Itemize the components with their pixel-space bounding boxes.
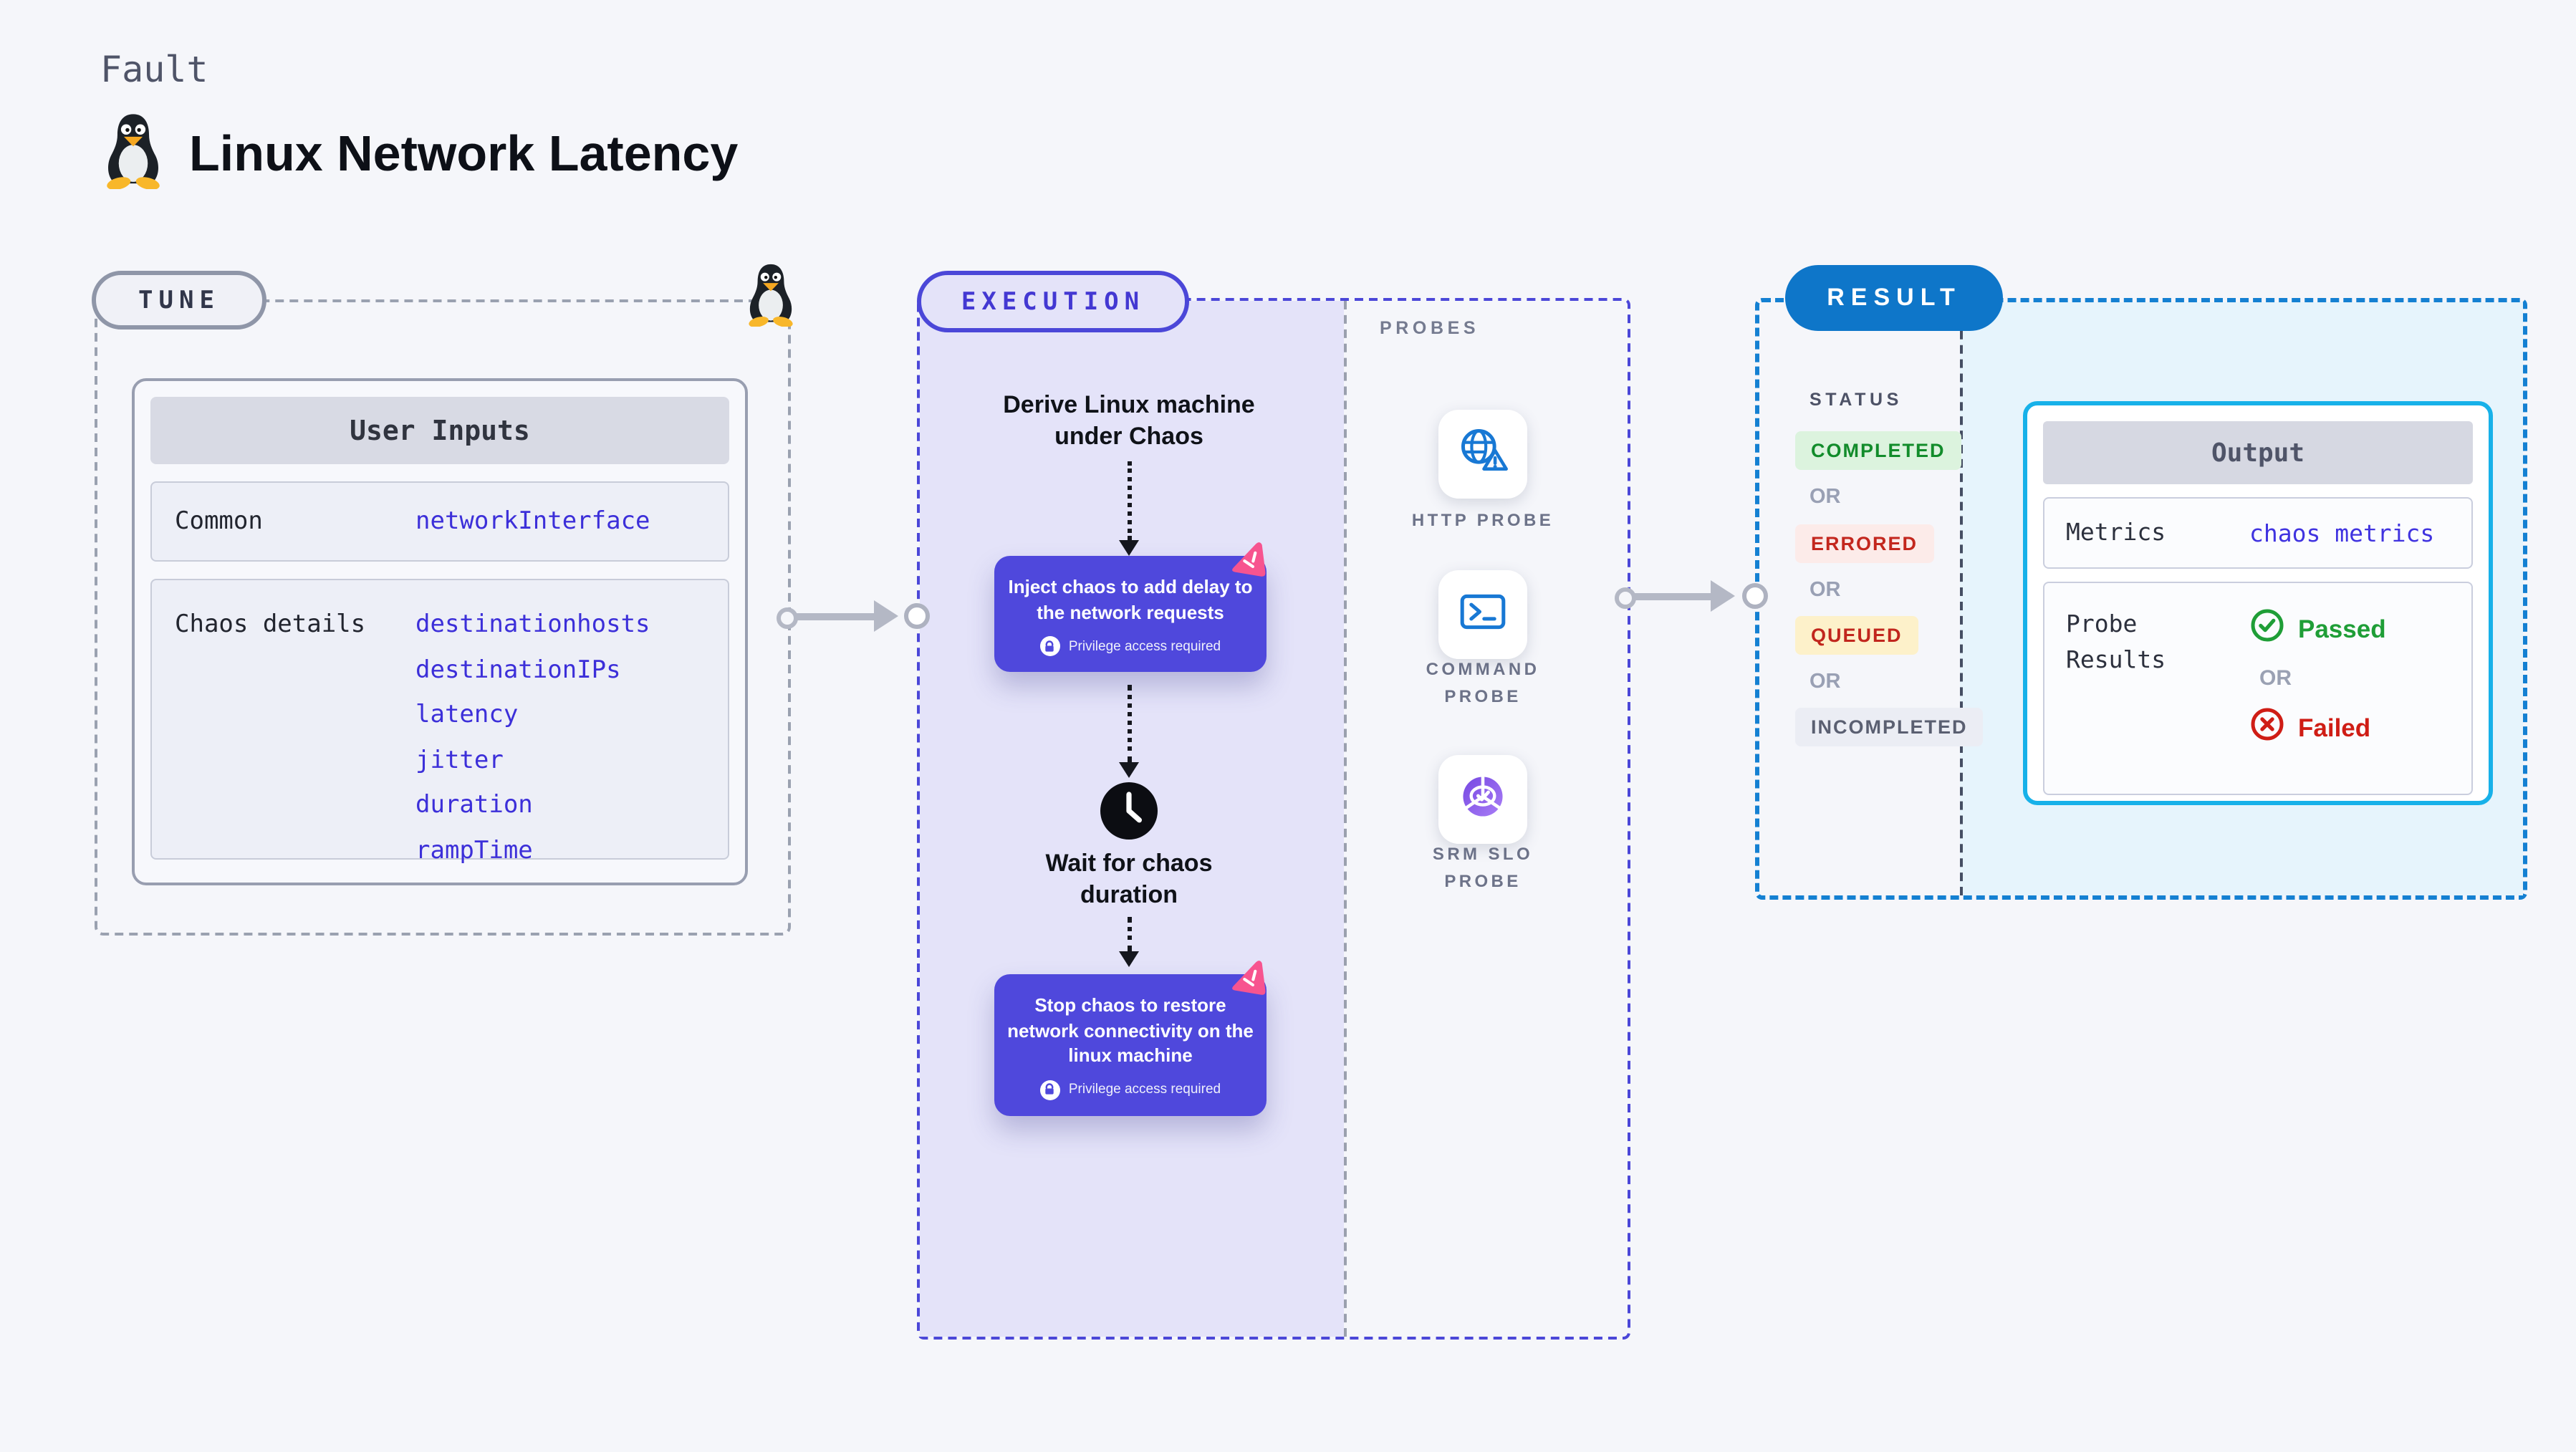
metrics-label: Metrics xyxy=(2066,518,2166,546)
failed-line: Failed xyxy=(2249,706,2386,749)
result-pill[interactable]: RESULT xyxy=(1785,265,2003,331)
lock-icon xyxy=(1039,636,1060,657)
privilege-note-text: Privilege access required xyxy=(1068,1082,1221,1098)
http-probe-card[interactable] xyxy=(1438,410,1527,499)
terminal-icon xyxy=(1457,585,1509,644)
clock-icon[interactable] xyxy=(1097,779,1160,850)
lock-icon xyxy=(1039,1080,1060,1100)
or-separator: OR xyxy=(1810,486,1841,509)
status-badge-incompleted: INCOMPLETED xyxy=(1795,708,1984,746)
step-stop-chaos-node[interactable]: Stop chaos to restore network connectivi… xyxy=(994,974,1267,1116)
privilege-note-text: Privilege access required xyxy=(1068,638,1221,655)
input-value: duration xyxy=(415,791,533,819)
probe-results-row: Probe Results Passed OR xyxy=(2043,582,2473,795)
flow-connector xyxy=(1127,685,1131,762)
chaos-pink-icon xyxy=(1226,958,1269,1001)
connector-end-dot xyxy=(904,603,930,629)
probes-divider xyxy=(1344,301,1347,1337)
fault-kicker: Fault xyxy=(100,49,208,90)
execution-pill[interactable]: EXECUTION xyxy=(917,271,1189,332)
tune-pill[interactable]: TUNE xyxy=(92,271,266,330)
flow-connector xyxy=(1127,461,1131,540)
connector-end-dot xyxy=(1742,583,1768,609)
status-badge-queued: QUEUED xyxy=(1795,616,1918,655)
input-value: destinationhosts xyxy=(415,610,650,639)
http-probe-label: HTTP PROBE xyxy=(1411,510,1554,530)
arrowhead xyxy=(1711,580,1735,612)
connector-start-dot xyxy=(777,607,798,629)
user-inputs-title: User Inputs xyxy=(150,397,729,464)
step-inject-text: Inject chaos to add delay to the network… xyxy=(1008,576,1253,623)
privilege-note: Privilege access required xyxy=(1007,636,1254,657)
or-separator: OR xyxy=(1810,670,1841,693)
input-value: networkInterface xyxy=(415,507,650,536)
chaos-pink-icon xyxy=(1226,540,1269,583)
execution-to-result-arrow xyxy=(1630,593,1714,600)
globe-alert-icon xyxy=(1456,423,1510,485)
or-separator: OR xyxy=(1810,579,1841,602)
input-value: jitter xyxy=(415,746,504,774)
flow-arrowhead xyxy=(1119,951,1139,967)
pie-check-icon xyxy=(1456,769,1510,830)
input-row-chaos-details: Chaos details destinationhosts destinati… xyxy=(150,579,729,865)
privilege-note: Privilege access required xyxy=(1007,1080,1254,1100)
output-panel: Output Metrics chaos metrics Probe Resul… xyxy=(2023,401,2493,805)
status-section-label: STATUS xyxy=(1810,390,1903,410)
failed-text: Failed xyxy=(2298,713,2371,741)
input-row-label: Chaos details xyxy=(175,610,366,639)
tune-to-execution-arrow xyxy=(791,613,877,620)
input-row-common: Common networkInterface xyxy=(150,481,729,562)
probes-section-label: PROBES xyxy=(1380,318,1480,338)
probe-results-values: Passed OR Failed xyxy=(2249,607,2386,749)
srm-slo-probe-card[interactable] xyxy=(1438,755,1527,844)
metrics-value: chaos metrics xyxy=(2249,519,2435,547)
arrowhead xyxy=(874,600,898,632)
tux-penguin-small-icon xyxy=(744,262,798,334)
input-value: rampTime xyxy=(415,836,533,865)
step-inject-chaos-node[interactable]: Inject chaos to add delay to the network… xyxy=(994,556,1267,673)
passed-line: Passed xyxy=(2249,607,2386,650)
x-circle-icon xyxy=(2249,706,2285,749)
input-row-label: Common xyxy=(175,507,263,536)
command-probe-label: COMMAND PROBE xyxy=(1426,659,1540,706)
connector-start-dot xyxy=(1615,587,1636,609)
status-badge-completed: COMPLETED xyxy=(1795,431,1961,470)
step-wait-text: Wait for chaos duration xyxy=(1045,850,1213,909)
probe-results-label: Probe Results xyxy=(2066,610,2166,673)
input-value: latency xyxy=(415,701,519,729)
command-probe-card[interactable] xyxy=(1438,570,1527,659)
metrics-row: Metrics chaos metrics xyxy=(2043,497,2473,569)
tux-penguin-icon xyxy=(100,112,166,196)
status-divider xyxy=(1960,302,1963,895)
flow-arrowhead xyxy=(1119,540,1139,556)
passed-text: Passed xyxy=(2298,614,2386,643)
input-value: destinationIPs xyxy=(415,655,621,684)
step-derive-text: Derive Linux machine under Chaos xyxy=(1003,391,1255,451)
input-value-list: destinationhosts destinationIPs latency … xyxy=(415,610,650,866)
or-separator: OR xyxy=(2259,666,2292,691)
flow-connector xyxy=(1127,917,1131,951)
status-badge-errored: ERRORED xyxy=(1795,524,1934,563)
page-title: Linux Network Latency xyxy=(189,125,739,181)
output-title: Output xyxy=(2043,421,2473,484)
title-row: Linux Network Latency xyxy=(100,112,738,196)
srm-slo-probe-label: SRM SLO PROBE xyxy=(1432,844,1534,891)
flow-arrowhead xyxy=(1119,762,1139,778)
user-inputs-panel: User Inputs Common networkInterface Chao… xyxy=(132,378,748,885)
check-circle-icon xyxy=(2249,607,2285,650)
step-stop-text: Stop chaos to restore network connectivi… xyxy=(1007,994,1254,1067)
